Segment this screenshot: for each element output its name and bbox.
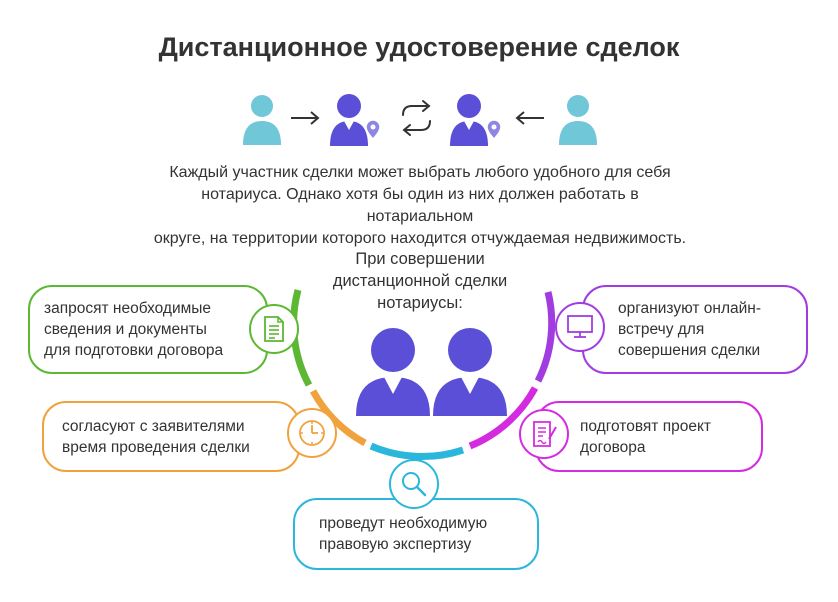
ring-arc-blue	[369, 442, 465, 460]
step-legal-expertise: проведут необходимую правовую экспертизу	[293, 498, 539, 570]
monitor-icon	[555, 302, 605, 352]
step-documents-line-2: сведения и документы	[44, 321, 207, 338]
clock-icon	[287, 408, 337, 458]
step-schedule-line-1: согласуют с заявителями	[62, 417, 245, 435]
ring-arc-purple	[534, 291, 556, 383]
center-line-2: дистанционной сделки	[332, 272, 508, 290]
step-agree-time: согласуют с заявителями время проведения…	[42, 401, 300, 472]
step-contract-line-2: договора	[580, 438, 646, 456]
step-draft-contract: подготовят проект договора	[535, 401, 763, 472]
center-line-1: При совершении	[355, 250, 485, 268]
ring-arc-pink	[468, 386, 539, 450]
center-label: При совершении дистанционной сделки нота…	[320, 248, 520, 314]
step-documents-line-3: для подготовки договора	[44, 342, 224, 359]
center-notary-right-icon	[433, 328, 507, 416]
step-expertise-line-2: правовую экспертизу	[319, 536, 472, 553]
step-contract-line-1: подготовят проект	[580, 417, 712, 435]
intro-text: Каждый участник сделки может выбрать люб…	[150, 162, 690, 250]
step-request-documents: запросят необходимые сведения и документ…	[28, 285, 268, 374]
step-meeting-line-1: организуют онлайн-	[618, 300, 761, 317]
intro-line-2: нотариуса. Однако хотя бы один из них до…	[201, 186, 639, 225]
intro-line-1: Каждый участник сделки может выбрать люб…	[169, 164, 671, 181]
signed-contract-icon	[519, 409, 569, 459]
step-expertise-line-1: проведут необходимую	[319, 515, 488, 532]
step-documents-line-1: запросят необходимые	[44, 300, 212, 317]
page-title: Дистанционное удостоверение сделок	[158, 32, 680, 62]
step-schedule-line-2: время проведения сделки	[62, 438, 250, 456]
center-notary-left-icon	[356, 328, 430, 416]
step-online-meeting: организуют онлайн- встречу для совершени…	[582, 285, 808, 374]
step-meeting-line-2: встречу для	[618, 321, 705, 338]
intro-line-3: округе, на территории которого находится…	[153, 230, 687, 247]
center-line-3: нотариусы:	[377, 294, 463, 312]
ring-arc-orange	[309, 389, 367, 447]
step-meeting-line-3: совершения сделки	[618, 342, 761, 359]
document-list-icon	[249, 304, 299, 354]
magnifier-icon	[389, 459, 439, 509]
